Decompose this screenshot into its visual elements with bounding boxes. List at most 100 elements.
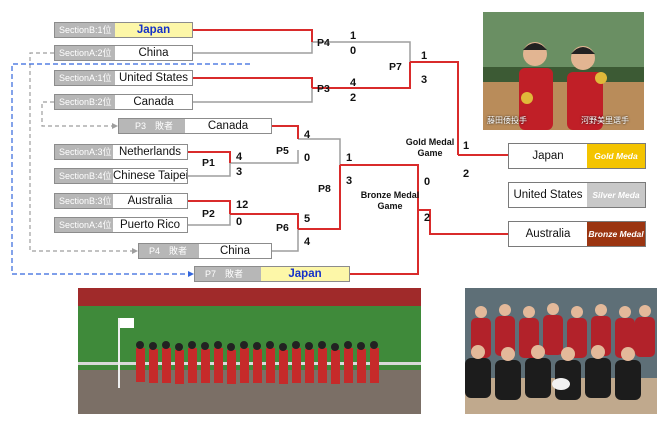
arrow-p4loser: [132, 248, 138, 254]
match-label-p8: P8: [318, 183, 331, 195]
result-gold: Japan Gold Meda: [508, 143, 646, 169]
line-taipei-p1: [188, 163, 231, 177]
bronze-medal-badge: Bronze Medal: [587, 222, 645, 246]
score-gold-us: 2: [463, 168, 470, 180]
faces: [471, 303, 651, 361]
photo-ceremony: [78, 288, 421, 414]
score-p8-australia: 3: [346, 175, 353, 187]
line-australia-win-p8: [298, 165, 341, 230]
team-box-chinese-taipei: SectionB:4位 Chinese Taipei: [54, 168, 188, 184]
seed-label: SectionA:4位: [55, 218, 113, 232]
dashed-canada-p3loser: [41, 101, 112, 127]
line-us-win-p3: [193, 77, 313, 88]
score-p4-china: 0: [350, 45, 357, 57]
team-box-netherlands: SectionA:3位 Netherlands: [54, 144, 188, 160]
result-bronze: Australia Bronze Medal: [508, 221, 646, 247]
team-box-puerto-rico: SectionA:4位 Puerto Rico: [54, 217, 188, 233]
score-p3-canada: 2: [350, 92, 357, 104]
result-silver: United States Silver Meda: [508, 182, 646, 208]
score-gold-japan: 1: [463, 140, 470, 152]
match-label-p7: P7: [389, 61, 402, 73]
team-name: Japan: [261, 267, 349, 281]
team-name: Puerto Rico: [119, 219, 181, 231]
score-bronze-canada: 0: [424, 176, 431, 188]
team-line: [136, 348, 379, 384]
medal-right: [595, 72, 607, 84]
line-netherlands-p5: [230, 150, 299, 164]
team-box-p4-loser: P4 敗者 China: [138, 243, 272, 259]
photo-ceremony-art: [78, 288, 421, 414]
photo-two-players-art: [483, 12, 644, 130]
player-left-cap: [523, 43, 547, 50]
line-australia-bronze-result: [418, 209, 508, 235]
team-name: Australia: [127, 195, 173, 207]
score-p2-australia: 12: [236, 199, 249, 211]
score-p8-canada: 1: [346, 152, 353, 164]
player-right-body: [567, 72, 603, 130]
result-team: Japan: [532, 150, 564, 162]
silver-medal-badge: Silver Meda: [587, 183, 645, 207]
arrow-p7loser: [188, 271, 194, 277]
caption-right: 河野美里選手: [581, 116, 629, 125]
line-netherlands-win-p1: [188, 151, 231, 163]
line-canada-p8: [298, 138, 341, 165]
team-name: China: [219, 245, 251, 257]
match-label-p3: P3: [317, 83, 330, 95]
line-canada-win-p5: [272, 125, 299, 139]
player-left-body: [519, 68, 553, 130]
line-puertorico-p2: [188, 214, 231, 226]
flag: [120, 318, 134, 328]
banner: [78, 288, 421, 306]
line-china-p4: [193, 42, 313, 54]
team-box-united-states: SectionA:1位 United States: [54, 70, 193, 86]
score-p1-taipei: 3: [236, 166, 243, 178]
team-box-p3-loser: P3 敗者 Canada: [118, 118, 272, 134]
team-name: China: [138, 47, 169, 59]
match-label-p6: P6: [276, 222, 289, 234]
team-box-japan: SectionB:1位 Japan: [54, 22, 193, 38]
line-us-win-gold: [410, 61, 459, 155]
team-name: Japan: [115, 23, 192, 37]
infield-line: [78, 362, 421, 365]
line-australia-win-p2: [188, 200, 231, 214]
caption-left: 藤田倭投手: [487, 116, 527, 125]
fence: [483, 67, 644, 82]
track: [78, 370, 421, 414]
dashed-china-p4loser: [29, 52, 132, 252]
score-p5-netherlands: 0: [304, 152, 311, 164]
score-p1-netherlands: 4: [236, 151, 243, 163]
line-japan-p7: [312, 41, 411, 62]
team-box-p7-loser: P7 敗者 Japan: [194, 266, 350, 282]
seed-label: P7 敗者: [195, 267, 261, 281]
bronze-medal-game-title: Bronze Medal Game: [360, 190, 420, 211]
line-canada-p3: [193, 88, 313, 103]
team-heads: [136, 341, 378, 351]
seed-label: SectionA:2位: [55, 46, 115, 60]
match-label-p4: P4: [317, 37, 330, 49]
line-japan-p7loser-bronze: [350, 210, 419, 275]
score-p2-puertorico: 0: [236, 216, 243, 228]
team-name: Canada: [207, 120, 249, 132]
seed-label: SectionB:2位: [55, 95, 115, 109]
team-name: Chinese Taipei: [113, 170, 187, 182]
ball: [552, 378, 570, 390]
seed-label: SectionA:1位: [55, 71, 115, 85]
score-p5-canada: 4: [304, 129, 311, 141]
flag-pole: [118, 318, 120, 388]
players-front: [465, 358, 641, 400]
score-p3-us: 4: [350, 77, 357, 89]
match-label-p1: P1: [202, 157, 215, 169]
score-p7-japan: 1: [421, 50, 428, 62]
match-label-p5: P5: [276, 145, 289, 157]
score-bronze-australia: 2: [424, 212, 431, 224]
match-label-p2: P2: [202, 208, 215, 220]
seed-label: SectionB:4位: [55, 169, 113, 183]
team-box-canada: SectionB:2位 Canada: [54, 94, 193, 110]
seed-label: P3 敗者: [119, 119, 185, 133]
field: [483, 82, 644, 130]
team-name: Canada: [133, 96, 174, 108]
score-p4-japan: 1: [350, 30, 357, 42]
team-name: Netherlands: [118, 146, 181, 158]
medal-left: [521, 92, 533, 104]
